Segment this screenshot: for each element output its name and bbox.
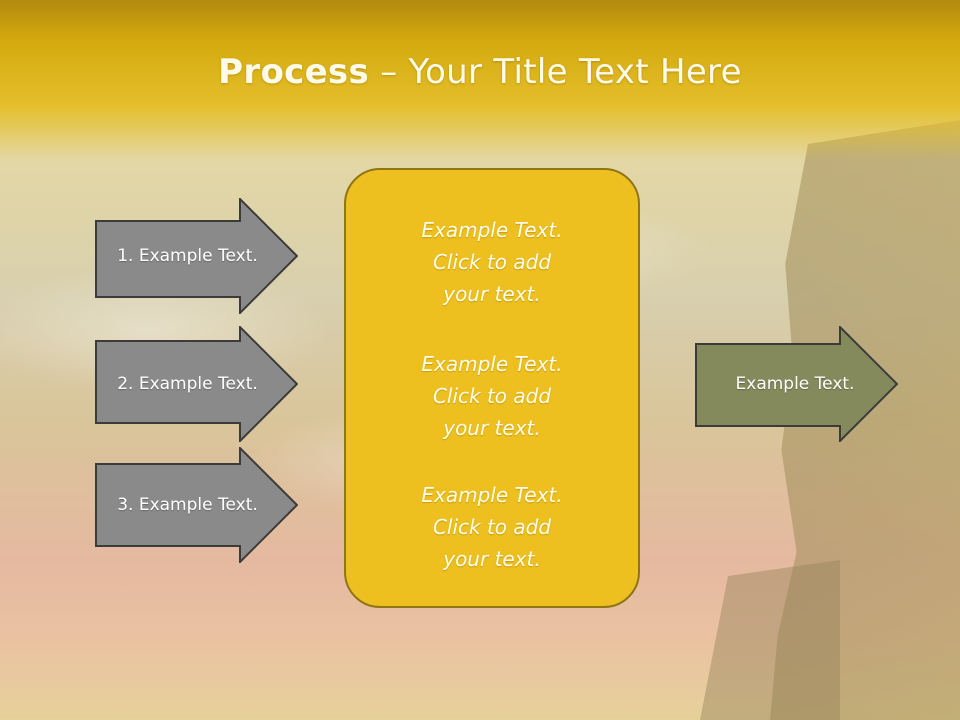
center-text-block-3: Example Text. Click to add your text. <box>346 479 638 575</box>
arrow-right-shape <box>95 447 298 563</box>
center-text-block-2: Example Text. Click to add your text. <box>346 348 638 444</box>
slide-title[interactable]: Process – Your Title Text Here <box>0 52 960 92</box>
step-1-label: 1. Example Text. <box>117 246 258 266</box>
step-2-label: 2. Example Text. <box>117 374 258 394</box>
block-line: Example Text. <box>421 352 563 376</box>
title-rest: Your Title Text Here <box>408 52 742 92</box>
block-line: Click to add <box>432 250 552 274</box>
process-step-arrow-3[interactable]: 3. Example Text. <box>95 447 298 563</box>
arrow-right-shape <box>95 326 298 442</box>
process-output-arrow[interactable]: Example Text. <box>695 326 898 442</box>
title-bar: Process – Your Title Text Here <box>0 0 960 160</box>
arrow-right-shape <box>95 198 298 314</box>
title-bold: Process <box>218 52 370 92</box>
arrow-right-shape <box>695 326 898 442</box>
step-3-label: 3. Example Text. <box>117 495 258 515</box>
process-step-arrow-1[interactable]: 1. Example Text. <box>95 198 298 314</box>
process-step-arrow-2[interactable]: 2. Example Text. <box>95 326 298 442</box>
block-line: your text. <box>443 547 541 571</box>
block-line: your text. <box>443 416 541 440</box>
block-line: Click to add <box>432 515 552 539</box>
block-line: Click to add <box>432 384 552 408</box>
block-line: Example Text. <box>421 483 563 507</box>
block-line: Example Text. <box>421 218 563 242</box>
background-rock-ledge <box>700 560 840 720</box>
center-text-box[interactable]: Example Text. Click to add your text. Ex… <box>344 168 640 608</box>
center-text-block-1: Example Text. Click to add your text. <box>346 214 638 310</box>
block-line: your text. <box>443 282 541 306</box>
output-label: Example Text. <box>735 374 855 394</box>
title-dash: – <box>369 52 409 92</box>
